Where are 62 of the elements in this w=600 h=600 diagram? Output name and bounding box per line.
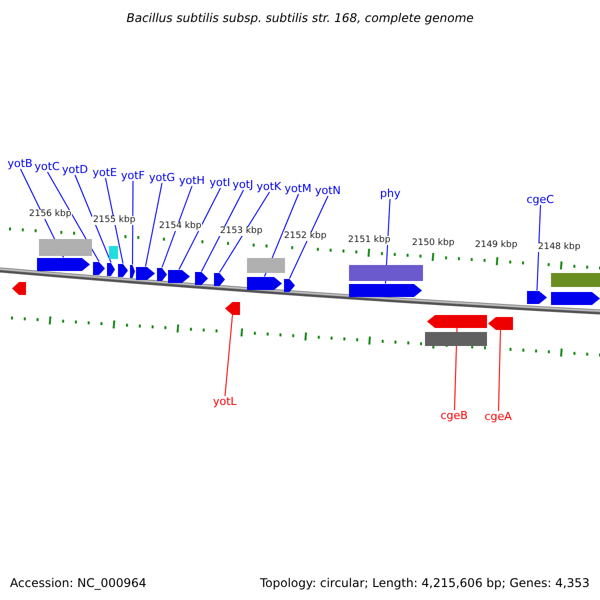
leader-line — [219, 192, 270, 273]
gene-feature — [488, 316, 513, 330]
gene-label: yotH — [179, 175, 205, 186]
gene-label: cgeB — [440, 410, 468, 421]
feature-bar — [551, 273, 600, 287]
gene-label: yotD — [62, 164, 88, 175]
gene-feature — [195, 272, 208, 284]
genome-summary: Topology: circular; Length: 4,215,606 bp; Genes: 4,353 — [260, 577, 590, 589]
feature-bar — [109, 246, 118, 259]
feature-bar — [425, 332, 487, 346]
scale-label: 2148 kbp — [537, 243, 582, 252]
leader-line — [498, 329, 501, 412]
gene-feature — [225, 302, 240, 314]
gene-feature — [12, 282, 26, 294]
title: Bacillus subtilis subsp. subtilis str. 168, complete genome — [126, 12, 474, 24]
leader-line — [224, 314, 233, 396]
gene-label: yotK — [256, 181, 282, 192]
scale-label: 2154 kbp — [158, 222, 202, 231]
gene-feature — [107, 262, 115, 276]
leader-line — [132, 180, 134, 265]
scale-label: 2153 kbp — [219, 227, 264, 236]
scale-label: 2150 kbp — [411, 239, 456, 248]
leader-line — [74, 174, 112, 263]
gene-feature — [93, 262, 105, 274]
feature-bar — [247, 258, 285, 273]
gene-feature — [214, 272, 225, 286]
leader-line — [47, 172, 100, 262]
scale-label: 2155 kbp — [92, 216, 136, 225]
gene-feature — [349, 284, 422, 296]
gene-feature — [37, 258, 90, 270]
gene-label: cgeA — [484, 411, 512, 422]
leader-line — [536, 204, 541, 291]
gene-label: yotB — [8, 158, 33, 169]
scale-label: 2149 kbp — [474, 241, 518, 250]
gene-feature — [118, 264, 128, 276]
feature-bar — [349, 265, 423, 281]
gene-label: yotI — [210, 177, 230, 188]
accession-text: Accession: NC_000964 — [10, 577, 146, 589]
feature-bar — [39, 239, 92, 256]
gene-label: yotM — [284, 183, 312, 194]
gene-label: yotJ — [232, 179, 254, 190]
gene-label: yotG — [149, 172, 176, 183]
gene-feature — [527, 290, 547, 304]
gene-label: phy — [380, 188, 400, 199]
leader-line — [289, 196, 328, 279]
gene-label: yotE — [92, 167, 118, 178]
scale-label: 2152 kbp — [283, 232, 328, 241]
gene-label: yotC — [34, 161, 60, 172]
leader-line — [178, 188, 221, 270]
leader-line — [201, 190, 244, 272]
gene-label: cgeC — [526, 194, 554, 205]
gene-feature — [551, 292, 600, 304]
gene-label: yotF — [121, 170, 145, 181]
leader-line — [145, 182, 162, 267]
gene-feature — [247, 276, 282, 290]
scale-label: 2151 kbp — [347, 236, 392, 245]
gene-feature — [284, 278, 295, 292]
gene-label: yotN — [315, 185, 341, 196]
leader-line — [162, 186, 192, 268]
scale-label: 2156 kbp — [28, 210, 72, 219]
leader-line — [105, 178, 124, 264]
gene-label: yotL — [213, 396, 237, 407]
